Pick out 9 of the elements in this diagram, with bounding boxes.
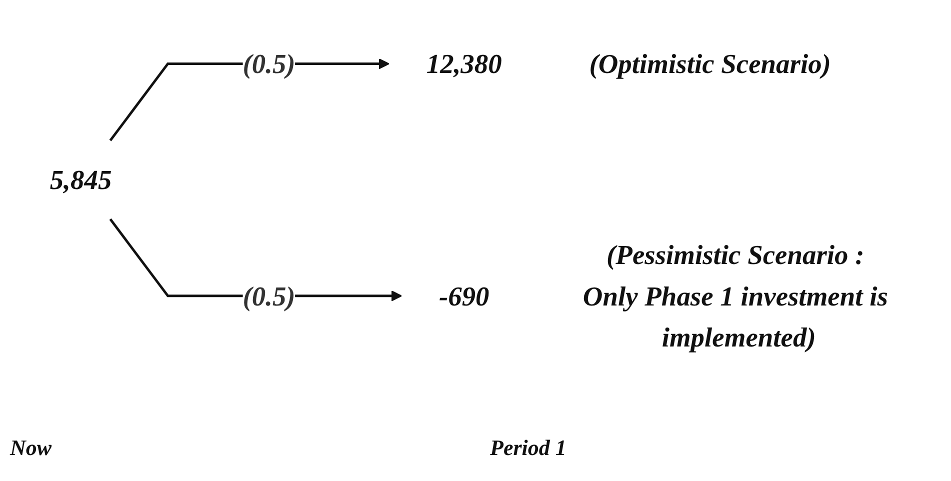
node-text: 12,380 <box>426 48 502 79</box>
node-text: 5,845 <box>50 164 112 195</box>
node-label: (Pessimistic Scenario : Only Phase 1 investment is implemented) <box>582 238 888 352</box>
node-text: -690 <box>438 280 490 312</box>
period-label: Now <box>10 435 52 461</box>
period-label: Period 1 <box>490 435 566 461</box>
edge-label: (0.5) <box>242 48 296 79</box>
node-label: (Optimistic Scenario) <box>589 48 831 79</box>
edge-label: (0.5) <box>242 280 296 312</box>
